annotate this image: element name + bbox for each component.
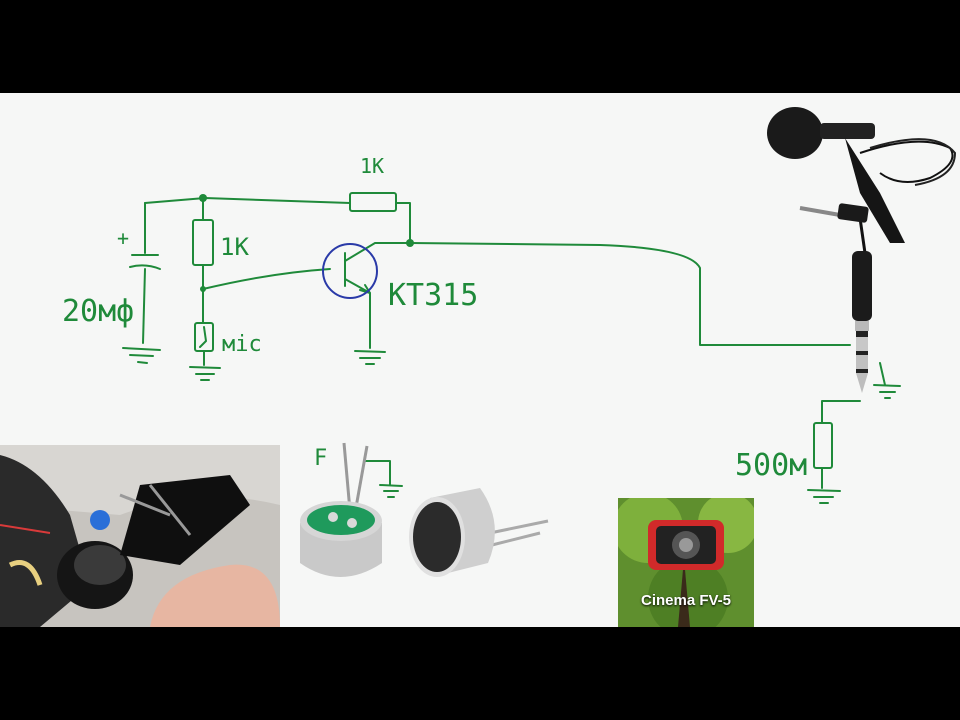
soldered-board-photo xyxy=(0,445,280,627)
cap-ground-symbol xyxy=(122,347,161,364)
transistor-emitter-arrow xyxy=(359,284,371,294)
capacitor-plate-bottom xyxy=(129,264,161,270)
jack-ground-symbol xyxy=(873,384,901,399)
label-capacitor-value: 20мф xyxy=(62,294,134,329)
feedback-resistor-body xyxy=(349,192,397,212)
bias-resistor-body xyxy=(192,219,214,266)
label-capsule-pin: F xyxy=(314,446,327,471)
electret-capsule-back xyxy=(409,488,549,577)
schematic-drawing: 1K 1K + 20мф мic KT315 500м F xyxy=(62,107,957,577)
label-capacitor-plus: + xyxy=(117,226,129,250)
app-icon-label: Cinema FV-5 xyxy=(640,592,732,609)
junction-dot xyxy=(406,239,414,247)
load-ground-symbol xyxy=(807,489,841,504)
junction-dot xyxy=(200,286,206,292)
top-rail-wire xyxy=(144,197,351,204)
base-wire xyxy=(202,268,331,290)
capsule-pin-ground-wire xyxy=(364,460,391,486)
label-feedback-resistor: 1K xyxy=(360,154,384,178)
jack-ground-wire xyxy=(879,362,886,386)
letterbox-top xyxy=(0,0,960,93)
whiteboard: 1K 1K + 20мф мic KT315 500м F xyxy=(0,93,960,627)
load-wire-top xyxy=(821,400,861,424)
transistor-emitter xyxy=(344,278,371,349)
label-load-resistor: 500м xyxy=(735,448,807,483)
output-wire xyxy=(409,242,851,346)
transistor-circle xyxy=(322,243,378,299)
feedback-resistor-wire xyxy=(395,202,411,244)
lavalier-mic-illustration xyxy=(767,107,957,393)
capacitor-wire-bottom xyxy=(142,268,146,344)
letterbox-bottom xyxy=(0,627,960,720)
electret-capsule-front xyxy=(300,442,382,577)
mic-diaphragm xyxy=(199,326,207,348)
junction-dot xyxy=(199,194,207,202)
mic-ground-symbol xyxy=(189,366,221,381)
label-bias-resistor: 1K xyxy=(220,233,249,261)
label-transistor: KT315 xyxy=(388,278,478,313)
cinema-fv5-app-icon: Cinema FV-5 xyxy=(618,498,754,627)
transistor-collector xyxy=(344,242,411,262)
label-mic: мic xyxy=(222,332,262,357)
app-icon-art xyxy=(618,498,754,627)
transistor-ground-symbol xyxy=(354,350,386,365)
capsule-ground-symbol xyxy=(379,484,403,498)
load-resistor-body xyxy=(813,422,833,469)
